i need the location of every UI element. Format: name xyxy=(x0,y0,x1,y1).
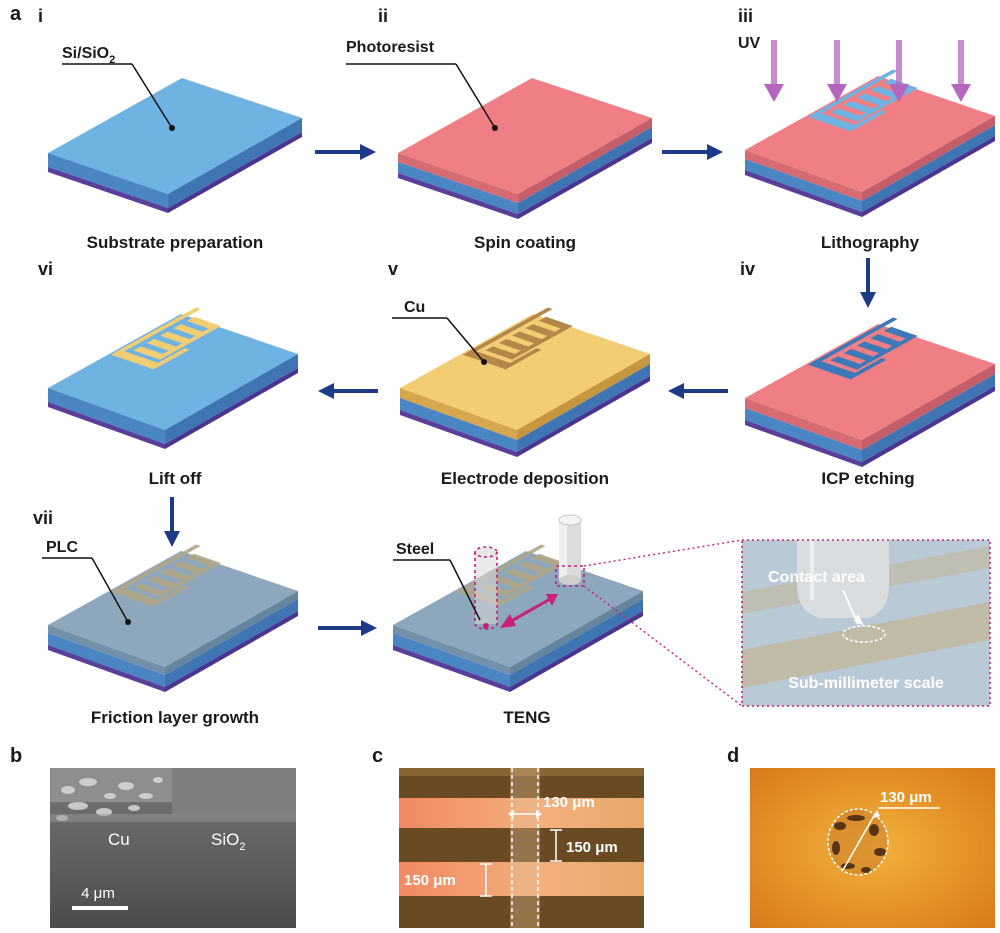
step-roman-iv: iv xyxy=(740,259,755,279)
double-arrow-icon xyxy=(500,594,558,628)
panel-c-stripe-label: 150 μm xyxy=(404,872,456,889)
caption-lift-off: Lift off xyxy=(149,469,202,488)
step-vii-friction-layer: vii PLC Friction layer growth xyxy=(33,508,298,727)
panel-d-spot: 130 μm xyxy=(750,768,995,928)
step-iv-icp-etching: iv ICP etching xyxy=(740,259,995,488)
inset-contact-area-label: Contact area xyxy=(768,569,865,586)
step-roman-ii: ii xyxy=(378,6,388,26)
arrow-down-icon xyxy=(764,40,784,102)
step-v-electrode-deposition: v Cu Electrode deposition xyxy=(388,259,650,488)
caption-substrate-preparation: Substrate preparation xyxy=(87,233,264,252)
arrow-down-icon xyxy=(951,40,971,102)
contact-inset: Contact area Sub-millimeter scale xyxy=(741,539,991,707)
steel-rod xyxy=(555,514,585,587)
step-roman-vii: vii xyxy=(33,508,53,528)
arrow-down-icon xyxy=(827,40,847,102)
uv-arrows xyxy=(764,40,971,102)
caption-lithography: Lithography xyxy=(821,233,920,252)
caption-electrode-deposition: Electrode deposition xyxy=(441,469,609,488)
arrow-down-icon xyxy=(860,258,876,308)
arrow-left-icon xyxy=(318,383,378,399)
step-iii-lithography: iii UV Lithography xyxy=(738,6,995,252)
caption-icp-etching: ICP etching xyxy=(821,469,914,488)
callout-si-sio2: Si/SiO2 xyxy=(62,45,115,66)
panel-b-scalebar xyxy=(72,906,128,910)
panel-c-gap-label: 150 μm xyxy=(566,839,618,856)
step-vi-lift-off: vi Lift off xyxy=(38,259,298,488)
arrow-down-icon xyxy=(889,40,909,102)
callout-uv: UV xyxy=(738,35,761,52)
panel-letter-d: d xyxy=(727,745,739,767)
step-roman-vi: vi xyxy=(38,259,53,279)
panel-letter-c: c xyxy=(372,745,383,767)
callout-photoresist: Photoresist xyxy=(346,39,435,56)
panel-b-cu-label: Cu xyxy=(108,830,130,849)
callout-cu: Cu xyxy=(404,299,425,316)
caption-teng: TENG xyxy=(503,708,550,727)
panel-letter-b: b xyxy=(10,745,22,767)
step-ii-spin-coating: ii Photoresist Spin coating xyxy=(346,6,652,252)
caption-friction-layer-growth: Friction layer growth xyxy=(91,708,259,727)
panel-c-width-label: 130 μm xyxy=(543,794,595,811)
panel-b-sio2-label: SiO2 xyxy=(211,830,245,853)
caption-spin-coating: Spin coating xyxy=(474,233,576,252)
arrow-down-icon xyxy=(164,497,180,547)
arrow-left-icon xyxy=(668,383,728,399)
callout-plc: PLC xyxy=(46,539,78,556)
panel-c-optical: 130 μm 150 μm 150 μm xyxy=(399,768,644,928)
inset-scale-label: Sub-millimeter scale xyxy=(788,675,944,692)
arrow-right-icon xyxy=(662,144,723,160)
step-roman-iii: iii xyxy=(738,6,753,26)
panel-b-sem: Cu SiO2 4 μm xyxy=(50,768,296,928)
panel-d-diameter-label: 130 μm xyxy=(880,789,932,806)
step-teng: Steel TENG xyxy=(393,514,743,727)
step-i-substrate: i Si/SiO2 Substrate preparation xyxy=(38,6,302,252)
step-roman-v: v xyxy=(388,259,398,279)
callout-steel: Steel xyxy=(396,541,434,558)
arrow-right-icon xyxy=(315,144,376,160)
arrow-right-icon xyxy=(318,620,377,636)
panel-b-scalebar-label: 4 μm xyxy=(81,885,115,902)
step-roman-i: i xyxy=(38,6,43,26)
steel-rod-dashed xyxy=(474,546,498,630)
panel-letter-a: a xyxy=(10,3,22,25)
